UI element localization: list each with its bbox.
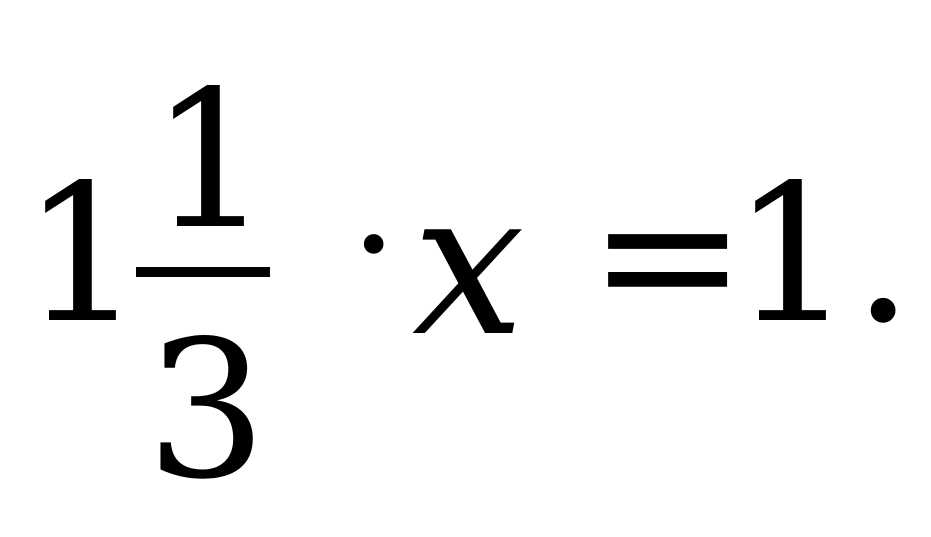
fraction-denominator: 3 <box>146 300 267 521</box>
equals-sign: = <box>588 144 748 365</box>
fraction-bar <box>136 267 270 277</box>
multiplication-dot: · <box>350 158 398 332</box>
fraction-numerator: 1 <box>150 50 271 271</box>
right-hand-side: 1. <box>732 144 914 365</box>
mixed-number-whole-part: 1 <box>22 144 143 365</box>
variable-x: x <box>412 148 525 381</box>
